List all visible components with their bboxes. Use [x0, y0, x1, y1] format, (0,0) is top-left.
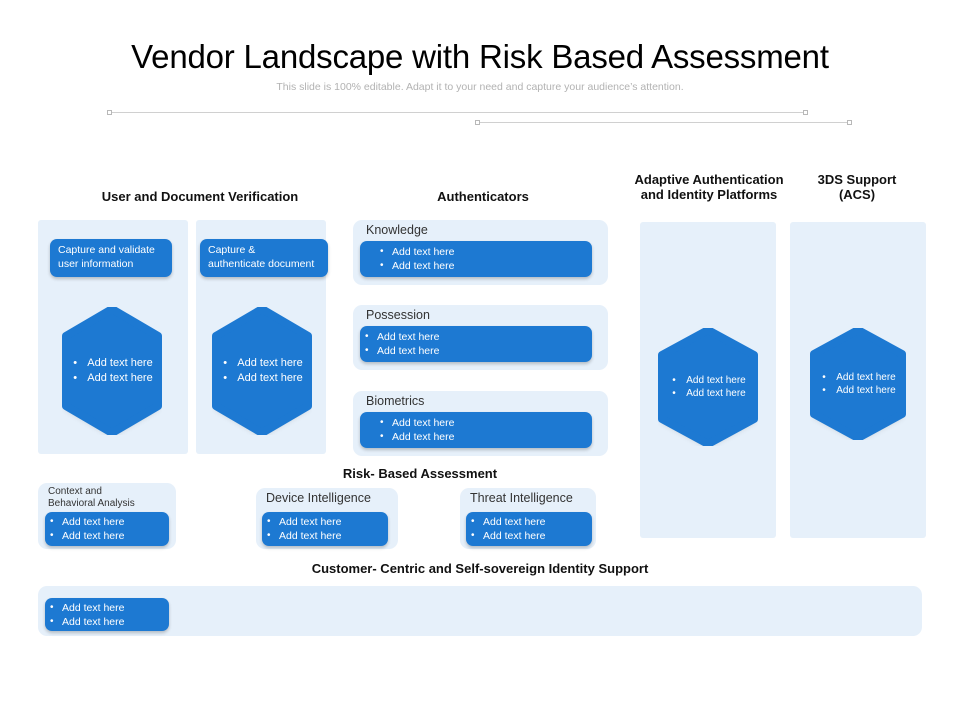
selection-handle-right[interactable]	[847, 120, 852, 125]
selection-handle-left[interactable]	[107, 110, 112, 115]
heading-risk-based-assessment: Risk- Based Assessment	[342, 466, 498, 481]
hexagon-document-verification[interactable]: Add text here Add text here	[212, 307, 312, 435]
hexagon-shape-icon	[212, 307, 312, 435]
heading-adaptive-auth: Adaptive Authentication and Identity Pla…	[634, 172, 784, 202]
chip-capture-validate-user-label: Capture and validate user information	[58, 244, 155, 270]
chip-biometrics-bullets: Add text here Add text here	[360, 412, 592, 444]
chip-threat-intelligence[interactable]: Add text here Add text here	[466, 512, 592, 546]
chip-device-intelligence-bullets: Add text here Add text here	[262, 512, 388, 543]
heading-user-document: User and Document Verification	[101, 189, 299, 204]
heading-customer-centric: Customer- Centric and Self-sovereign Ide…	[311, 561, 649, 576]
hexagon-user-verification[interactable]: Add text here Add text here	[62, 307, 162, 435]
hexagon-shape-icon	[658, 328, 758, 446]
bullet-item: Add text here	[45, 515, 169, 529]
selection-handle-mid2[interactable]	[475, 120, 480, 125]
chip-context-behavioral[interactable]: Add text here Add text here	[45, 512, 169, 546]
bullet-item: Add text here	[360, 245, 592, 259]
hexagon-shape-icon	[62, 307, 162, 435]
bullet-item: Add text here	[360, 416, 592, 430]
chip-knowledge-bullets: Add text here Add text here	[360, 241, 592, 273]
chip-customer-centric[interactable]: Add text here Add text here	[45, 598, 169, 631]
page-subtitle: This slide is 100% editable. Adapt it to…	[276, 81, 684, 93]
bullet-item: Add text here	[262, 529, 388, 543]
label-context-behavioral: Context and Behavioral Analysis	[48, 486, 135, 509]
bullet-item: Add text here	[262, 515, 388, 529]
chip-capture-validate-user[interactable]: Capture and validate user information	[50, 239, 172, 277]
selection-handle-middle[interactable]	[803, 110, 808, 115]
heading-authenticators: Authenticators	[437, 189, 529, 204]
chip-biometrics[interactable]: Add text here Add text here	[360, 412, 592, 448]
hexagon-shape-icon	[810, 328, 906, 440]
label-threat-intelligence: Threat Intelligence	[470, 491, 573, 505]
page-title: Vendor Landscape with Risk Based Assessm…	[131, 38, 829, 75]
bullet-item: Add text here	[45, 615, 169, 629]
bullet-item: Add text here	[360, 344, 592, 358]
bullet-item: Add text here	[45, 601, 169, 615]
chip-capture-authenticate-document-label: Capture & authenticate document	[208, 244, 315, 270]
chip-capture-authenticate-document[interactable]: Capture & authenticate document	[200, 239, 328, 277]
chip-possession[interactable]: Add text here Add text here	[360, 326, 592, 362]
heading-3ds-support: 3DS Support (ACS)	[817, 172, 897, 202]
chip-knowledge[interactable]: Add text here Add text here	[360, 241, 592, 277]
chip-threat-intelligence-bullets: Add text here Add text here	[466, 512, 592, 543]
bullet-item: Add text here	[360, 430, 592, 444]
bullet-item: Add text here	[360, 330, 592, 344]
hexagon-3ds-support[interactable]: Add text here Add text here	[810, 328, 906, 440]
bullet-item: Add text here	[466, 515, 592, 529]
bullet-item: Add text here	[45, 529, 169, 543]
chip-customer-centric-bullets: Add text here Add text here	[45, 598, 169, 629]
panel-customer-centric	[38, 586, 922, 636]
chip-possession-bullets: Add text here Add text here	[360, 326, 592, 358]
bullet-item: Add text here	[360, 259, 592, 273]
label-biometrics: Biometrics	[366, 394, 425, 408]
hexagon-adaptive-auth[interactable]: Add text here Add text here	[658, 328, 758, 446]
selection-rule-left	[110, 112, 805, 113]
label-device-intelligence: Device Intelligence	[266, 491, 371, 505]
bullet-item: Add text here	[466, 529, 592, 543]
selection-rule-right	[478, 122, 850, 123]
label-knowledge: Knowledge	[366, 223, 428, 237]
chip-device-intelligence[interactable]: Add text here Add text here	[262, 512, 388, 546]
label-possession: Possession	[366, 308, 430, 322]
chip-context-behavioral-bullets: Add text here Add text here	[45, 512, 169, 543]
